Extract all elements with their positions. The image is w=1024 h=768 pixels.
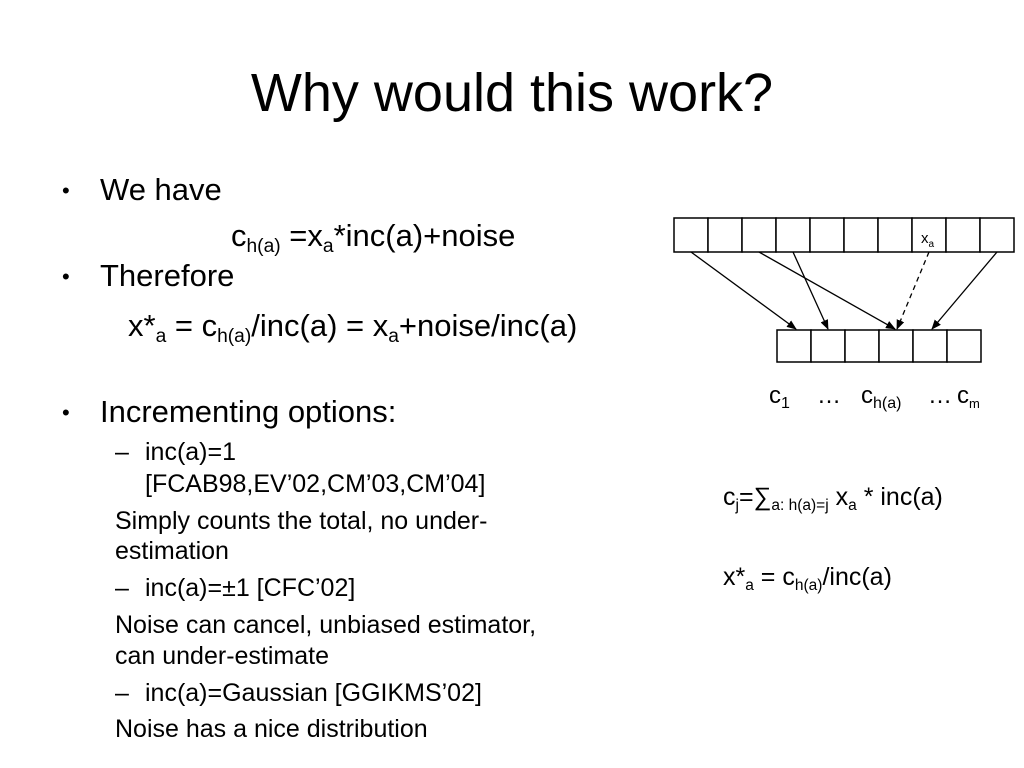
counter-cell — [844, 329, 880, 363]
top-cell — [707, 217, 743, 253]
hash-arrow-dashed — [896, 251, 930, 330]
ch-label: ch(a) — [861, 382, 901, 412]
option-1-line-1: inc(a)=1 — [145, 438, 237, 466]
top-cell — [877, 217, 913, 253]
note-3: Noise has a nice distribution — [115, 715, 428, 743]
note-2-line-2: can under-estimate — [115, 642, 330, 670]
bullet-dot: • — [62, 178, 70, 203]
xa-cell-label: xa — [921, 230, 935, 250]
option-3: inc(a)=Gaussian [GGIKMS’02] — [145, 679, 482, 707]
counter-cell — [912, 329, 948, 363]
c1-label: c1 — [769, 382, 790, 412]
ellipsis-1: … — [817, 382, 841, 409]
incrementing-options-text: Incrementing options: — [100, 394, 397, 429]
counter-cell — [946, 329, 982, 363]
hash-arrow — [931, 251, 998, 330]
counter-cell — [878, 329, 914, 363]
counter-cell — [776, 329, 812, 363]
therefore-text: Therefore — [100, 258, 235, 293]
top-array — [673, 217, 1015, 253]
note-1-line-1: Simply counts the total, no under- — [115, 507, 488, 535]
dash: – — [115, 679, 129, 707]
hash-arrow — [690, 251, 797, 330]
dash: – — [115, 574, 129, 602]
cm-label: cm — [957, 382, 980, 411]
top-cell — [775, 217, 811, 253]
hash-arrow — [758, 251, 896, 330]
option-1-line-2: [FCAB98,EV’02,CM’03,CM’04] — [145, 470, 486, 498]
top-cell — [741, 217, 777, 253]
note-1-line-2: estimation — [115, 537, 229, 565]
top-cell — [979, 217, 1015, 253]
bullet-dot: • — [62, 400, 70, 425]
formula-cj: cj=∑a: h(a)=j xa * inc(a) — [723, 483, 943, 514]
we-have-text: We have — [100, 172, 222, 207]
top-cell — [945, 217, 981, 253]
top-cell — [843, 217, 879, 253]
equation-estimate: x*a = ch(a)/inc(a) = xa+noise/inc(a) — [128, 308, 578, 348]
top-cell — [673, 217, 709, 253]
counter-cell — [810, 329, 846, 363]
dash: – — [115, 438, 129, 466]
top-cell — [809, 217, 845, 253]
bottom-array — [776, 329, 982, 363]
ellipsis-2: … — [928, 382, 952, 409]
equation-counter: ch(a) =xa*inc(a)+noise — [231, 218, 516, 258]
option-2: inc(a)=±1 [CFC’02] — [145, 574, 356, 602]
hash-arrow — [792, 251, 829, 330]
slide-title: Why would this work? — [250, 63, 774, 123]
bullet-dot: • — [62, 264, 70, 289]
note-2-line-1: Noise can cancel, unbiased estimator, — [115, 611, 537, 639]
formula-xa: x*a = ch(a)/inc(a) — [723, 563, 892, 594]
